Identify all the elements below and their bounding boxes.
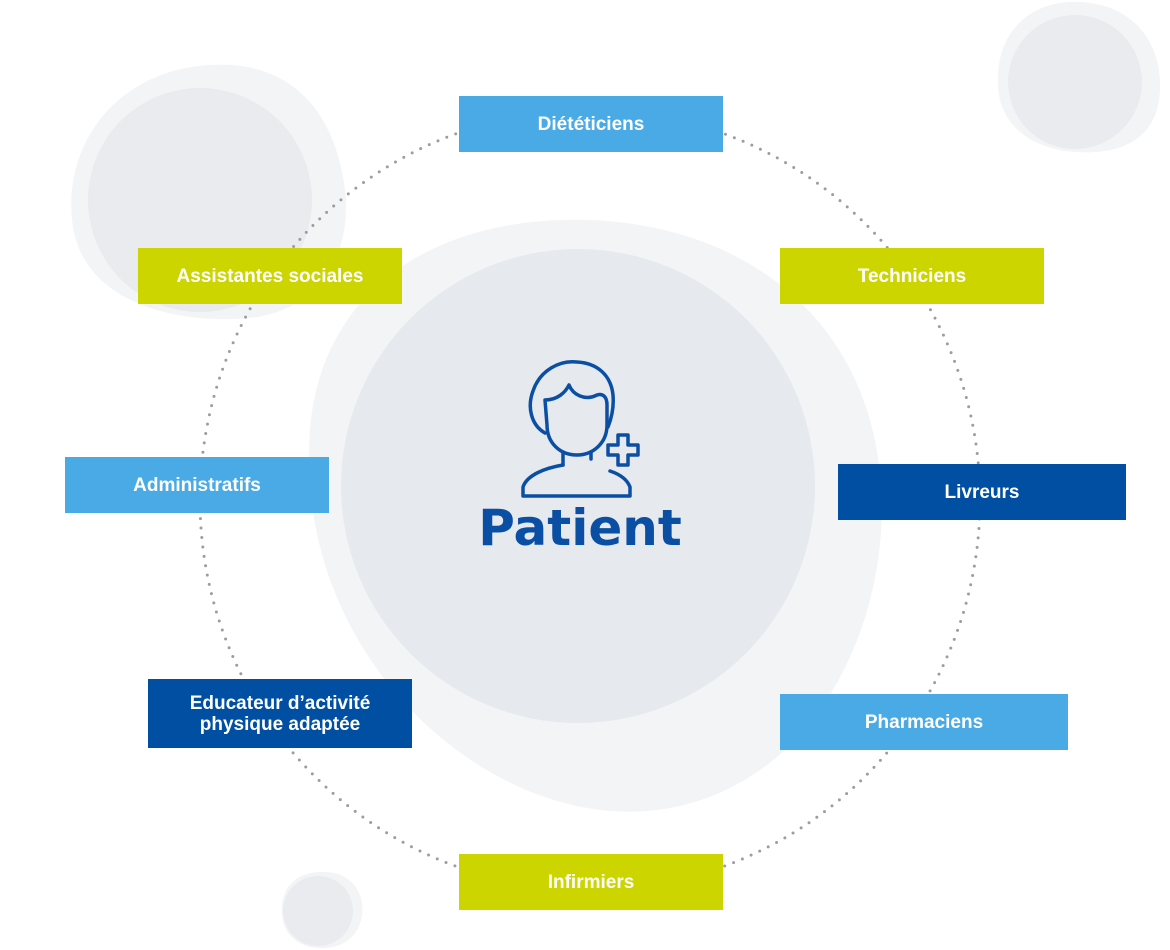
role-box-pharmaciens: Pharmaciens [780, 694, 1068, 750]
role-box-administratifs: Administratifs [65, 457, 329, 513]
role-box-dieteticiens: Diététiciens [459, 96, 723, 152]
decorative-circle-bottom [283, 876, 353, 946]
role-box-assistantes-sociales: Assistantes sociales [138, 248, 402, 304]
role-box-livreurs: Livreurs [838, 464, 1126, 520]
central-circle [341, 249, 815, 723]
center-label: Patient [478, 499, 682, 557]
role-box-educateur: Educateur d’activité physique adaptée [148, 679, 412, 748]
role-box-techniciens: Techniciens [780, 248, 1044, 304]
role-box-infirmiers: Infirmiers [459, 854, 723, 910]
patient-plus-icon [521, 360, 640, 498]
decorative-circle-top-right [1008, 15, 1142, 149]
